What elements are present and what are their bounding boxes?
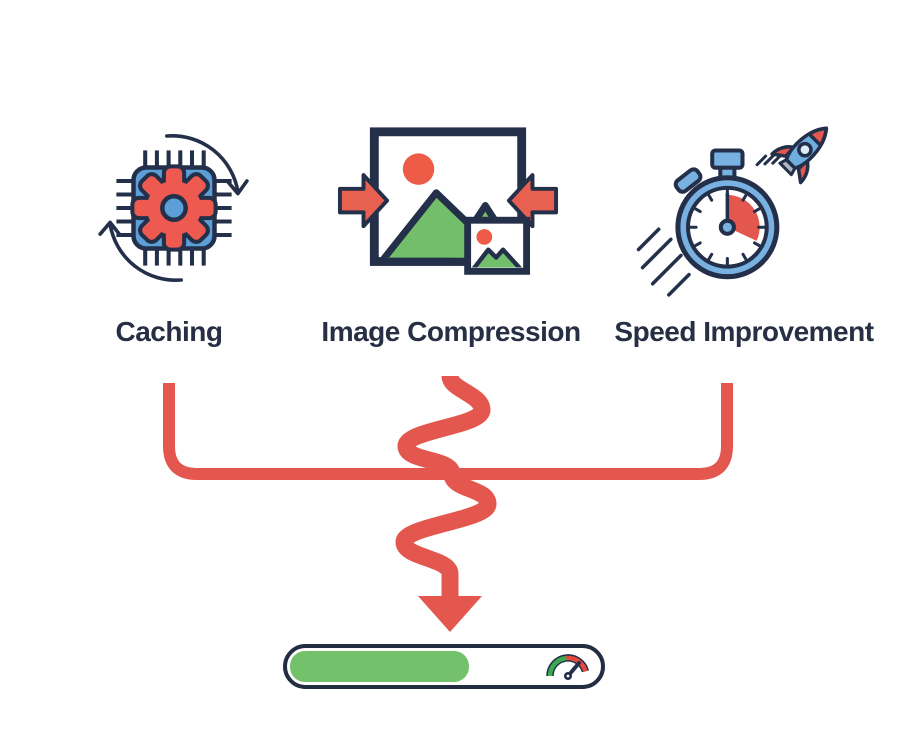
label-speed-improvement: Speed Improvement [614, 316, 874, 347]
rocket-icon [755, 126, 829, 185]
progress-bar [283, 644, 605, 689]
gear-icon [134, 168, 213, 247]
stopwatch-pivot [718, 218, 736, 236]
rocket-fin-right [796, 158, 810, 185]
squiggle-line [395, 373, 497, 600]
stopwatch-icon [673, 148, 780, 280]
stopwatch-rocket-icon [636, 126, 829, 297]
gauge-pivot-center [566, 674, 570, 678]
thumbnail-image [464, 216, 531, 275]
thumbnail-sun-icon [476, 229, 493, 245]
thumbnail-mountains [471, 247, 523, 268]
label-image-compression: Image Compression [321, 316, 581, 347]
stopwatch-ticks [689, 188, 766, 266]
speed-lines [636, 227, 691, 297]
rocket-fin-left [770, 145, 796, 158]
cpu-gear-sync-icon [98, 133, 249, 283]
rocket-window [797, 141, 813, 158]
sun-icon [402, 153, 435, 185]
image-compress-icon [337, 127, 559, 275]
compress-arrow-left-icon [337, 173, 390, 229]
label-caching: Caching [115, 316, 223, 347]
stopwatch-crown [710, 148, 745, 170]
arrowhead-down-icon [418, 596, 482, 632]
gauge-green-arc [547, 655, 567, 677]
chip-pins [116, 150, 232, 266]
rocket-nose [807, 126, 829, 148]
speedometer-icon [546, 654, 590, 680]
progress-bar-fill [290, 651, 469, 682]
refresh-arrows-icon [98, 133, 249, 283]
compress-arrow-right-icon [506, 173, 559, 229]
stopwatch-side-button [673, 167, 703, 194]
